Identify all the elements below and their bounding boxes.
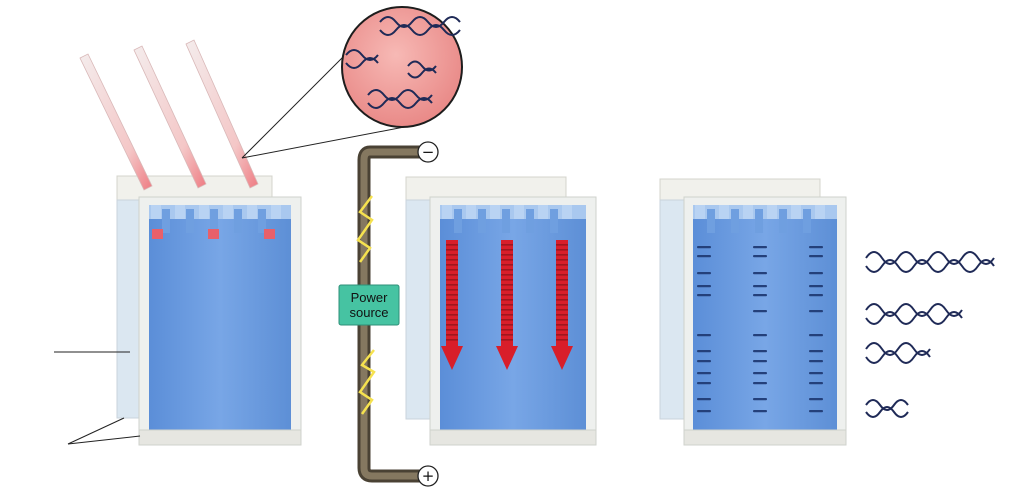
positive-terminal: + [417, 465, 439, 487]
dna-double-helix-icon [865, 342, 931, 364]
pipette-icon [79, 39, 259, 191]
dna-band [697, 294, 711, 297]
sample-well [208, 229, 219, 239]
dna-band [809, 272, 823, 275]
dna-band [753, 398, 767, 401]
gel-apparatus-running [405, 176, 597, 446]
gel-apparatus-loading [116, 175, 302, 446]
dna-band [697, 334, 711, 337]
dna-band [809, 285, 823, 288]
gel-slab [149, 205, 291, 432]
dna-band [753, 246, 767, 249]
dna-band [697, 360, 711, 363]
dna-band [809, 360, 823, 363]
label-pointer-lines [54, 351, 141, 445]
dna-band [697, 410, 711, 413]
dna-band [697, 382, 711, 385]
dna-sample-magnifier [241, 6, 463, 159]
power-source-box [338, 284, 400, 326]
dna-band [697, 246, 711, 249]
dna-band [809, 382, 823, 385]
negative-terminal: − [417, 141, 439, 163]
dna-band [753, 285, 767, 288]
dna-double-helix-icon [865, 303, 963, 325]
positive-symbol: + [422, 467, 435, 485]
gel-slab [693, 205, 837, 432]
dna-band [809, 255, 823, 258]
lightning-bolt-icon [356, 195, 376, 415]
migration-arrow-icon [496, 240, 518, 370]
sample-well [264, 229, 275, 239]
dna-band [753, 360, 767, 363]
migration-arrow-icon [441, 240, 463, 370]
dna-band [753, 334, 767, 337]
sample-well [152, 229, 163, 239]
dna-band [697, 372, 711, 375]
dna-band [697, 255, 711, 258]
dna-band [697, 272, 711, 275]
dna-band [753, 255, 767, 258]
migration-arrow-icon [551, 240, 573, 370]
dna-band [753, 410, 767, 413]
dna-band [697, 398, 711, 401]
dna-band [809, 350, 823, 353]
dna-double-helix-icon [865, 251, 995, 273]
negative-symbol: − [422, 143, 435, 161]
dna-band [809, 372, 823, 375]
dna-band [753, 372, 767, 375]
dna-band [809, 294, 823, 297]
dna-band [809, 310, 823, 313]
dna-band [697, 285, 711, 288]
dna-double-helix-icon [345, 16, 461, 109]
dna-band [697, 350, 711, 353]
dna-band [753, 382, 767, 385]
dna-double-helix-icon [865, 399, 909, 418]
gel-apparatus-separated [659, 178, 847, 446]
dna-band [809, 410, 823, 413]
dna-fragments [865, 251, 995, 418]
dna-band [753, 294, 767, 297]
dna-band [753, 310, 767, 313]
dna-band [809, 246, 823, 249]
dna-band [809, 334, 823, 337]
dna-band [753, 272, 767, 275]
dna-band [753, 350, 767, 353]
dna-band [809, 398, 823, 401]
